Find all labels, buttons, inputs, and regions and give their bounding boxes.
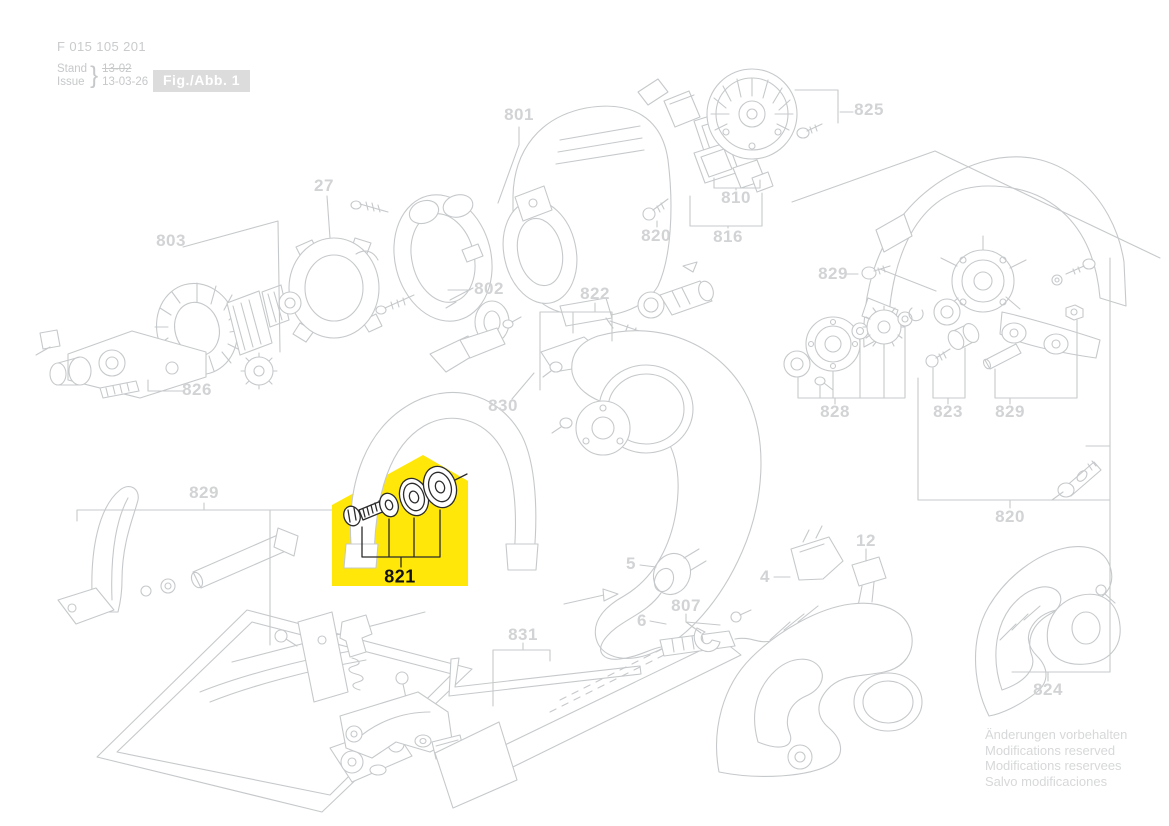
revision-block: Stand Issue } 13-02 13-03-26 (57, 63, 148, 89)
bearing-flange-drawing (278, 237, 383, 343)
notice-line-fr: Modifications reservees (985, 758, 1122, 773)
figure-label-box: Fig./Abb. 1 (153, 70, 251, 92)
part-callout-816: 816 (713, 227, 743, 246)
part-callout-831: 831 (508, 625, 538, 644)
spindle-lock-drawing (637, 261, 714, 319)
gear-assembly-drawing (783, 298, 961, 391)
handle-halves-drawing (716, 546, 1121, 777)
part-callout-5: 5 (626, 554, 636, 573)
lower-guard-drawing (540, 317, 762, 659)
power-cord-drawing (600, 548, 797, 660)
notice-line-de: Änderungen vorbehalten (985, 727, 1128, 742)
part-callout-820: 820 (995, 507, 1025, 526)
part-callout-6: 6 (637, 611, 647, 630)
part-callout-4: 4 (760, 567, 770, 586)
notice-line-es: Salvo modificaciones (985, 773, 1108, 789)
part-callout-801: 801 (504, 105, 534, 124)
upper-guard-fixed-drawing (861, 156, 1127, 359)
issue-label: Issue (57, 76, 85, 88)
top-screw-drawing (642, 198, 669, 221)
part-callout-824: 824 (1033, 680, 1063, 699)
guard-fasteners-drawing (861, 258, 1096, 321)
part-callout-810: 810 (721, 188, 751, 207)
old-issue-date: 13-02 (102, 63, 132, 75)
part-callout-27: 27 (314, 176, 334, 195)
base-plate-drawing (57, 486, 473, 813)
part-callout-825: 825 (854, 100, 884, 119)
pin-drawing (982, 343, 1022, 370)
stand-label: Stand (57, 63, 88, 75)
part-callout-829: 829 (995, 402, 1025, 421)
part-callout-820: 820 (641, 226, 671, 245)
revision-brace: } (90, 62, 99, 89)
blade-mount-parts-drawing (343, 465, 468, 568)
capacitor-drawing (851, 556, 887, 607)
revision-notice: Änderungen vorbehalten Modifications res… (985, 727, 1127, 789)
part-callout-830: 830 (488, 396, 518, 415)
part-callout-829: 829 (189, 483, 219, 502)
end-cap-drawing (706, 68, 823, 160)
part-callout-803: 803 (156, 231, 186, 250)
part-callout-802: 802 (474, 279, 504, 298)
bearing-bracket-drawing (35, 329, 207, 399)
part-callout-826: 826 (182, 380, 212, 399)
part-callout-12: 12 (856, 531, 876, 550)
new-issue-date: 13-03-26 (102, 76, 149, 88)
long-bolt-drawing (1057, 460, 1102, 498)
part-callout-828: 828 (820, 402, 850, 421)
wrench-fence-drawing (434, 639, 742, 809)
document-number: F 015 105 201 (57, 39, 147, 54)
part-callout-822: 822 (580, 284, 610, 303)
switch-drawing (790, 525, 844, 581)
notice-line-en: Modifications reserved (985, 742, 1116, 758)
roller-bolt-drawing (925, 323, 980, 368)
part-callout-823: 823 (933, 402, 963, 421)
part-callout-829: 829 (818, 264, 848, 283)
upper-guard-loose-drawing (343, 316, 539, 571)
motor-housing-drawing (445, 105, 672, 344)
callout-lines (76, 89, 1161, 707)
part-callout-807: 807 (671, 596, 701, 615)
part-callout-821: 821 (384, 566, 416, 587)
